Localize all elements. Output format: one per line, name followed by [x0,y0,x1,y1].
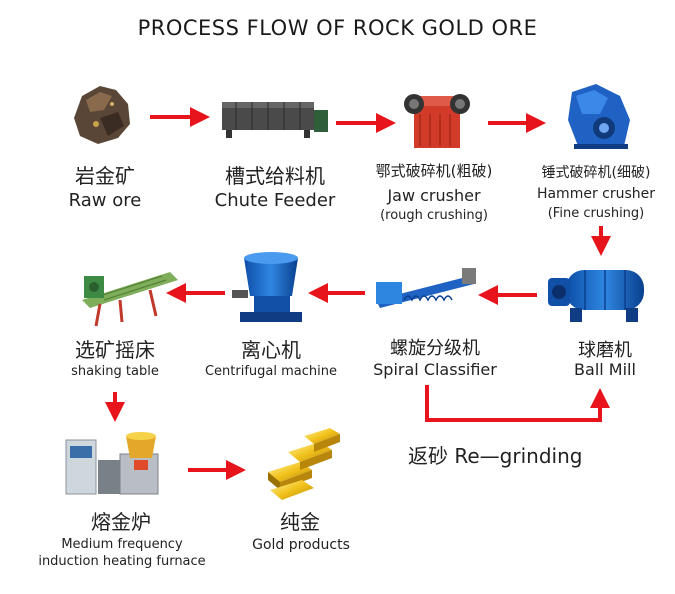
shaking-table-en: shaking table [71,364,159,379]
spiral-classifier-zh: 螺旋分级机 [390,338,480,359]
chute-feeder-image [222,102,328,138]
chute-feeder-en: Chute Feeder [214,190,336,211]
hammer-crusher-en: Hammer crusher [536,186,656,202]
hammer-crusher-en-note: (Fine crushing) [547,206,645,221]
regrinding-zh: 返砂 [408,444,448,468]
diagram-title: PROCESS FLOW OF ROCK GOLD ORE [137,16,538,40]
centrifugal-machine-en: Centrifugal machine [204,364,337,379]
ball-mill-zh: 球磨机 [578,340,632,361]
regrinding-en: Re—grinding [454,444,583,468]
gold-products-zh: 纯金 [280,510,320,534]
spiral-classifier-en: Spiral Classifier [373,360,497,379]
spiral-classifier-image [376,268,476,308]
gold-products-en: Gold products [252,537,350,553]
jaw-crusher-en: Jaw crusher [387,186,481,205]
raw-ore-zh: 岩金矿 [75,164,135,188]
regrinding-label: 返砂 Re—grinding [408,440,582,469]
furnace-image [65,432,159,495]
centrifugal-machine-image [232,252,302,322]
jaw-crusher-image [404,94,470,148]
furnace-en-line1: Medium frequency [61,537,183,552]
raw-ore-image [74,86,130,144]
ball-mill-image [548,270,644,322]
hammer-crusher-zh: 锤式破碎机(细破) [541,165,651,181]
shaking-table-image [82,272,178,327]
furnace-zh: 熔金炉 [91,510,151,534]
ball-mill-en: Ball Mill [574,360,636,379]
jaw-crusher-en-note: (rough crushing) [380,208,488,223]
jaw-crusher-zh: 鄂式破碎机(粗破) [375,162,493,180]
arrow-regrinding-loop [425,385,610,422]
hammer-crusher-image [568,84,630,149]
raw-ore-en: Raw ore [68,190,142,211]
shaking-table-zh: 选矿摇床 [75,338,155,362]
chute-feeder-zh: 槽式给料机 [225,164,325,188]
gold-bars-image [268,428,340,500]
centrifugal-machine-zh: 离心机 [241,338,301,362]
furnace-en-line2: induction heating furnace [38,554,206,569]
